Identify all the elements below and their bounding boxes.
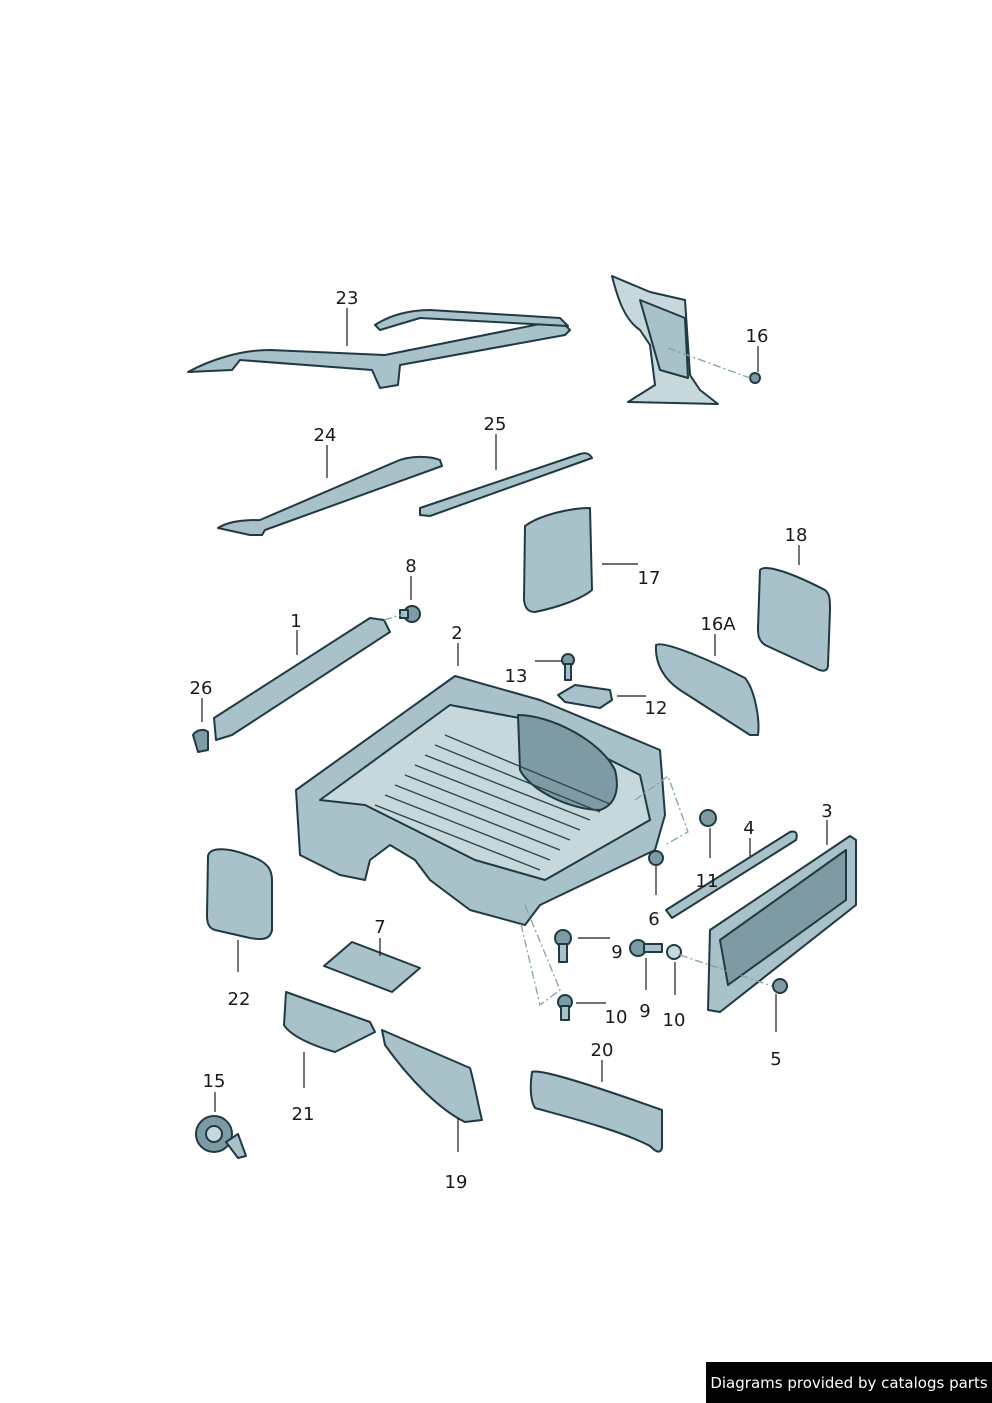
callout-19: 19 (445, 1172, 468, 1193)
part-trim-panel-22 (206, 848, 273, 940)
callout-12: 12 (645, 698, 668, 719)
callout-4: 4 (743, 818, 754, 839)
dashed-connectors (383, 347, 773, 1007)
part-seal-strip-4 (665, 830, 798, 919)
callout-17: 17 (638, 568, 661, 589)
part-trim-panel-19 (381, 1029, 483, 1123)
callout-13: 13 (505, 666, 528, 687)
callout-26: 26 (190, 678, 213, 699)
callout-20: 20 (591, 1040, 614, 1061)
callout-9-right: 9 (639, 1001, 650, 1022)
part-side-rail-left (217, 455, 443, 536)
part-tape-roll-15 (195, 1115, 247, 1159)
part-bed-rail-1 (192, 617, 391, 753)
callout-9-left: 9 (611, 942, 622, 963)
callout-15: 15 (203, 1071, 226, 1092)
part-trim-panel-16a (654, 643, 760, 736)
callout-24: 24 (314, 425, 337, 446)
part-fasteners (554, 809, 788, 1021)
part-screw-13 (561, 653, 575, 681)
callout-11: 11 (696, 871, 719, 892)
part-trim-panel-17 (523, 507, 593, 613)
callout-16a: 16A (700, 614, 736, 635)
callout-10-right: 10 (663, 1010, 686, 1031)
callout-1: 1 (290, 611, 301, 632)
callout-16: 16 (746, 326, 769, 347)
bed-floor-ribs (374, 734, 611, 871)
part-side-rail-right (419, 452, 593, 517)
callout-18: 18 (785, 525, 808, 546)
part-mat-7 (323, 941, 421, 993)
callout-8: 8 (405, 556, 416, 577)
part-tailgate-panel (707, 835, 857, 1013)
callout-21: 21 (292, 1104, 315, 1125)
leader-lines (201, 308, 828, 1152)
callout-22: 22 (228, 989, 251, 1010)
part-trim-panel-21 (283, 991, 376, 1053)
part-trim-panel-20 (529, 1070, 663, 1153)
callout-labels: 23 16 24 25 17 18 8 16A 1 2 13 26 12 3 4… (190, 288, 833, 1193)
credit-banner: Diagrams provided by catalogs parts (706, 1362, 992, 1403)
callout-3: 3 (821, 801, 832, 822)
callout-6: 6 (648, 909, 659, 930)
part-bed-liner (295, 675, 666, 926)
callout-23: 23 (336, 288, 359, 309)
callout-5: 5 (770, 1049, 781, 1070)
callout-25: 25 (484, 414, 507, 435)
part-trim-panel-18 (757, 567, 831, 672)
part-bracket-12 (557, 684, 613, 709)
part-rear-pillar (611, 275, 761, 405)
callout-2: 2 (451, 623, 462, 644)
part-roof-frame (187, 309, 571, 389)
callout-7: 7 (374, 917, 385, 938)
callout-10-left: 10 (605, 1007, 628, 1028)
